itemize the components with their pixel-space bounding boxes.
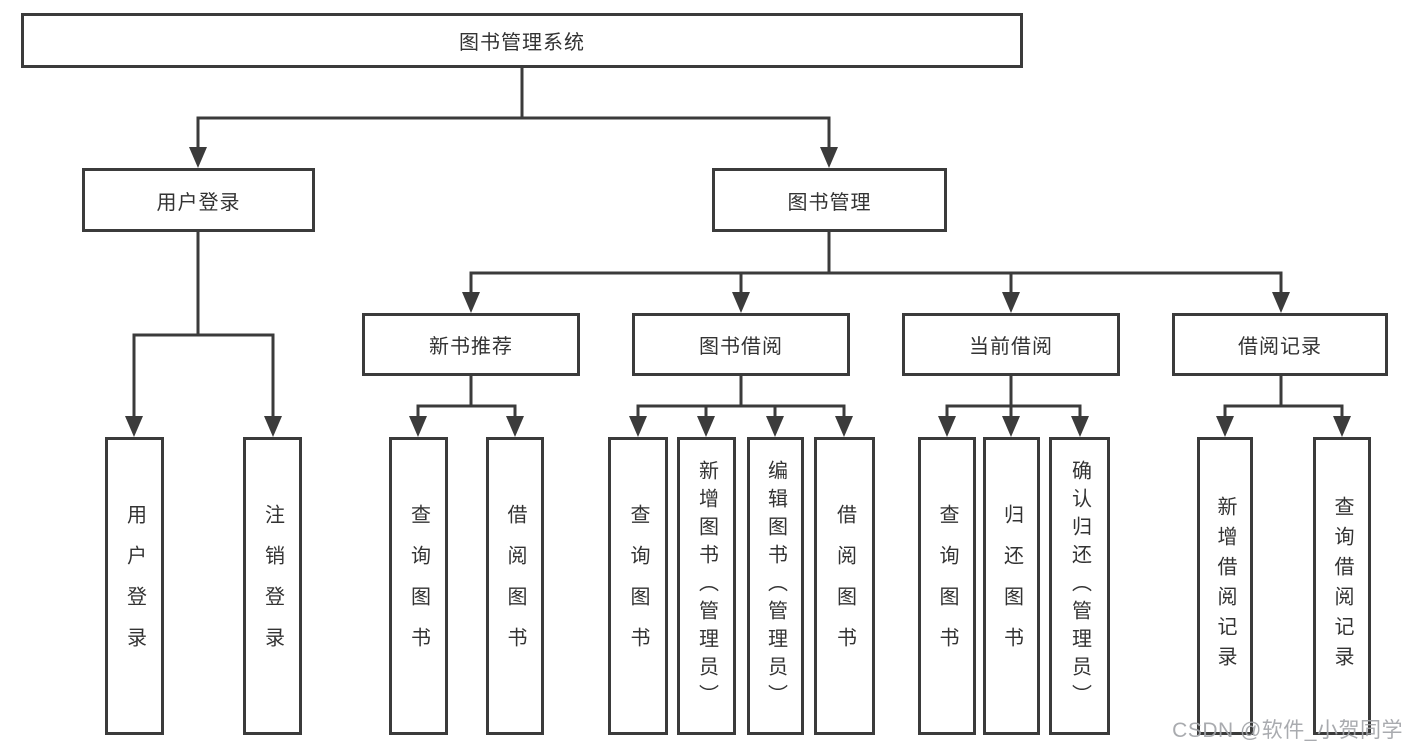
leaf-label: 查询图书 [627,504,649,668]
leaf-newbook-query-books: 查询图书 [389,437,448,735]
node-borrow-records: 借阅记录 [1172,313,1388,376]
leaf-records-add-record: 新增借阅记录 [1197,437,1253,735]
node-label: 用户登录 [156,191,241,214]
leaf-label: 用户登录 [123,504,146,668]
node-label: 图书管理系统 [459,32,585,54]
arrow-down-icons [125,147,1351,437]
watermark: CSDN @软件_小贺同学 [1172,719,1403,742]
node-label: 借阅记录 [1238,336,1322,358]
leaf-borrow-add-books-admin: 新增图书（管理员） [677,437,736,735]
node-label: 新书推荐 [429,336,513,358]
node-current-borrowing: 当前借阅 [902,313,1120,376]
leaf-label: 新增借阅记录 [1214,496,1236,676]
node-label: 图书借阅 [699,336,783,358]
leaf-current-confirm-return-admin: 确认归还（管理员） [1049,437,1110,735]
node-book-borrowing: 图书借阅 [632,313,850,376]
node-label: 图书管理 [787,191,872,214]
leaf-label: 新增图书（管理员） [695,460,718,712]
leaf-records-query-record: 查询借阅记录 [1313,437,1371,735]
leaf-label: 查询图书 [936,504,958,668]
leaf-label: 借阅图书 [504,504,526,668]
node-label: 当前借阅 [969,336,1053,358]
leaf-current-return-books: 归还图书 [983,437,1040,735]
node-root: 图书管理系统 [21,13,1023,68]
leaf-label: 查询图书 [407,504,430,668]
leaf-label: 确认归还（管理员） [1068,460,1091,712]
leaf-label: 借阅图书 [833,504,856,668]
leaf-label: 查询借阅记录 [1331,496,1353,676]
leaf-current-query-books: 查询图书 [918,437,976,735]
node-user-login: 用户登录 [82,168,315,232]
leaf-label: 注销登录 [261,504,284,668]
leaf-logout-login: 注销登录 [243,437,302,735]
leaf-label: 归还图书 [1000,504,1023,668]
leaf-borrow-query-books: 查询图书 [608,437,668,735]
leaf-borrow-edit-books-admin: 编辑图书（管理员） [747,437,804,735]
leaf-label: 编辑图书（管理员） [764,460,787,712]
node-new-book-recommend: 新书推荐 [362,313,580,376]
leaf-user-login: 用户登录 [105,437,164,735]
node-book-management: 图书管理 [712,168,947,232]
leaf-borrow-borrow-books: 借阅图书 [814,437,875,735]
connector-paths [132,66,1344,422]
leaf-newbook-borrow-books: 借阅图书 [486,437,544,735]
